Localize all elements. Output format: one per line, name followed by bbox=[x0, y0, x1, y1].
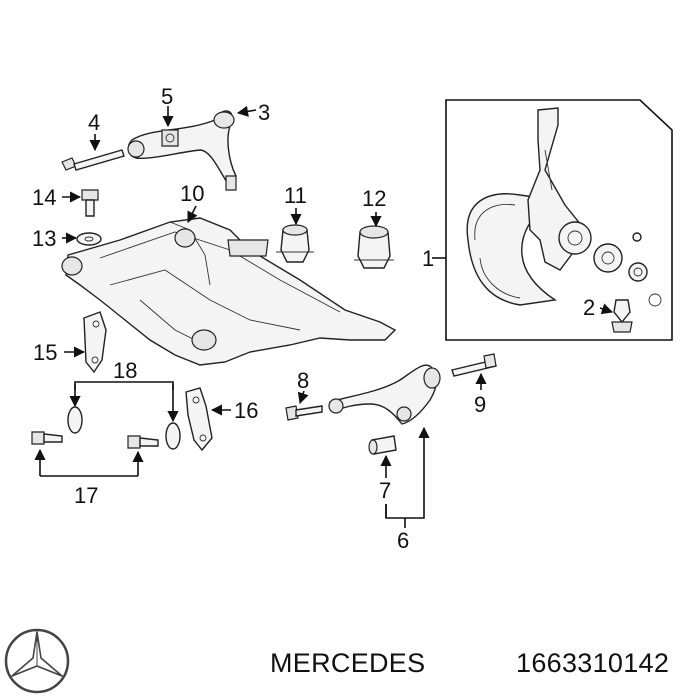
part-number: 1663310142 bbox=[516, 648, 669, 678]
bolts-part-17 bbox=[31, 431, 159, 449]
callout-3: 3 bbox=[258, 100, 270, 125]
callout-12: 12 bbox=[362, 186, 386, 211]
upper-control-arm bbox=[127, 110, 237, 191]
bolt-part-14 bbox=[81, 189, 99, 217]
callout-8: 8 bbox=[297, 368, 309, 393]
callout-labels: 1 2 3 4 5 6 7 8 9 10 11 12 13 14 15 16 1… bbox=[32, 84, 595, 553]
callout-15: 15 bbox=[33, 340, 57, 365]
callout-2: 2 bbox=[583, 295, 595, 320]
callout-10: 10 bbox=[180, 181, 204, 206]
bolt-part-9 bbox=[451, 353, 497, 377]
bolt-part-8 bbox=[285, 405, 323, 421]
callout-14: 14 bbox=[32, 185, 56, 210]
front-subframe bbox=[61, 217, 397, 366]
callout-17: 17 bbox=[74, 483, 98, 508]
bolt-part-4 bbox=[61, 149, 125, 171]
knuckle-assembly-box bbox=[432, 99, 673, 341]
bushing-part-7 bbox=[368, 435, 397, 455]
callout-13: 13 bbox=[32, 226, 56, 251]
bushing-part-12 bbox=[354, 225, 394, 269]
brand-name: MERCEDES bbox=[270, 648, 425, 678]
lower-control-arm bbox=[328, 364, 441, 425]
mercedes-star-icon bbox=[4, 628, 70, 694]
bracket-part-15 bbox=[83, 311, 107, 374]
callout-1: 1 bbox=[422, 246, 434, 271]
leader-lines bbox=[34, 105, 614, 528]
callout-7: 7 bbox=[379, 478, 391, 503]
bushing-part-11 bbox=[276, 224, 314, 263]
callout-5: 5 bbox=[161, 84, 173, 109]
callout-11: 11 bbox=[284, 183, 307, 208]
washers-part-18 bbox=[67, 406, 181, 450]
bracket-part-16 bbox=[185, 387, 213, 452]
callout-18: 18 bbox=[113, 358, 137, 383]
washer-part-13 bbox=[76, 232, 102, 246]
callout-16: 16 bbox=[234, 398, 258, 423]
callout-4: 4 bbox=[88, 110, 100, 135]
callout-6: 6 bbox=[397, 528, 409, 553]
callout-9: 9 bbox=[474, 392, 486, 417]
